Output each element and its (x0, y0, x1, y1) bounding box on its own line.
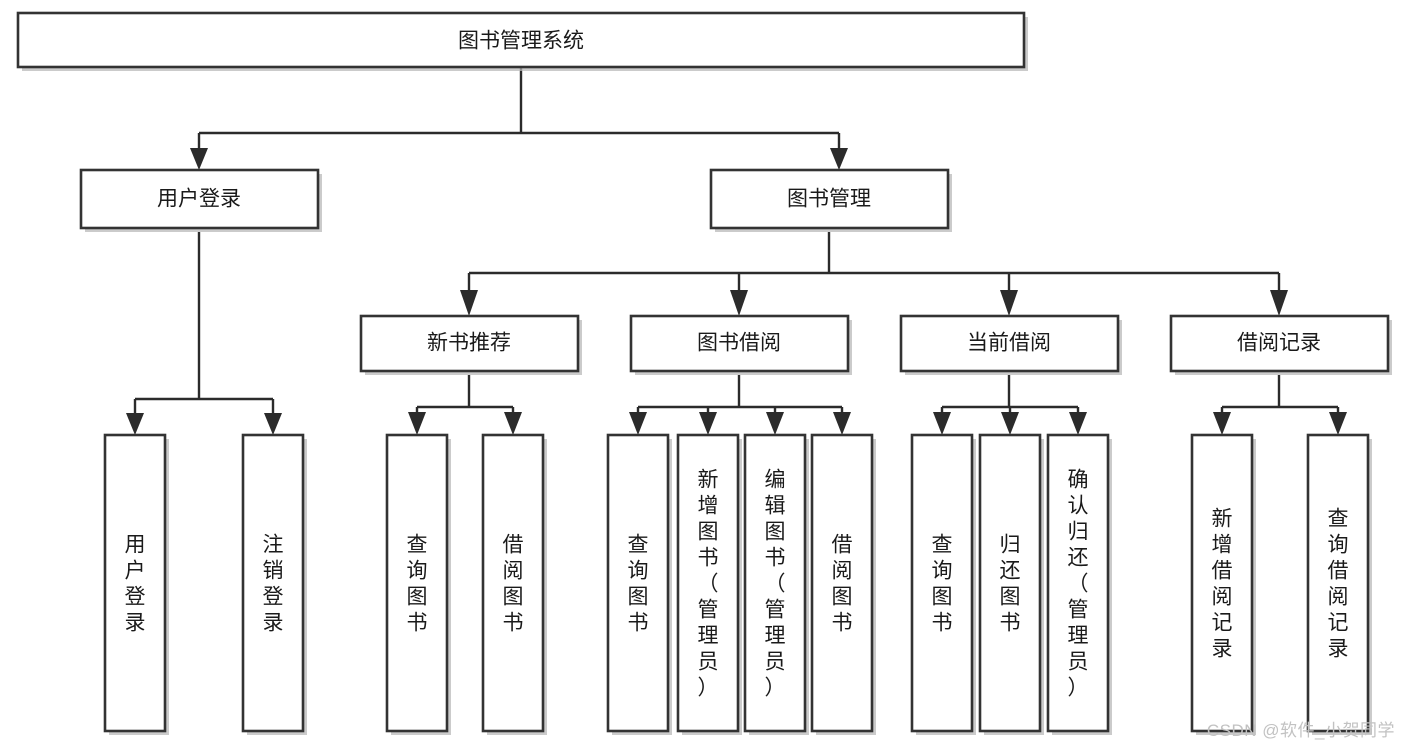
node-leaf-7-label: 编辑图书（管理员） (765, 468, 786, 699)
node-leaf-6[interactable]: 新增图书（管理员） (676, 433, 742, 735)
node-leaf-4-label: 借阅图书 (503, 533, 524, 634)
node-leaf-12-label: 新增借阅记录 (1212, 507, 1233, 660)
connector-group (126, 67, 1347, 435)
node-leaf-11-label: 确认归还（管理员） (1068, 468, 1089, 699)
node-leaf-13-label: 查询借阅记录 (1328, 507, 1349, 660)
node-leaf-6-label: 新增图书（管理员） (698, 468, 719, 699)
node-records-label: 借阅记录 (1237, 332, 1321, 355)
node-leaf-9-box[interactable] (910, 433, 974, 733)
node-leaf-6-box[interactable] (676, 433, 740, 733)
arrow-to-leaf-7 (766, 412, 784, 435)
node-leaf-4-box[interactable] (481, 433, 545, 733)
node-leaf-8-label: 借阅图书 (832, 533, 853, 634)
node-newbook-label: 新书推荐 (427, 332, 511, 355)
connector-bookmgmt-bus (467, 232, 1281, 291)
node-current[interactable]: 当前借阅 (899, 314, 1122, 375)
node-bookmgmt[interactable]: 图书管理 (709, 168, 952, 232)
arrow-to-borrow (730, 290, 748, 316)
node-login-box[interactable] (79, 168, 320, 230)
arrow-to-bookmgmt (830, 148, 848, 170)
node-leaf-12-box[interactable] (1190, 433, 1254, 733)
node-leaf-2-label: 注销登录 (263, 533, 284, 634)
node-bookmgmt-box[interactable] (709, 168, 950, 230)
node-leaf-1-box[interactable] (103, 433, 167, 733)
node-leaf-7-box[interactable] (743, 433, 807, 733)
node-leaf-1-label: 用户登录 (125, 533, 146, 634)
arrow-to-leaf-3 (408, 412, 426, 435)
node-leaf-4[interactable]: 借阅图书 (481, 433, 547, 735)
node-leaf-8-box[interactable] (810, 433, 874, 733)
node-leaf-10-label: 归还图书 (1000, 533, 1021, 634)
node-leaf-10-box[interactable] (978, 433, 1042, 733)
node-leaf-8[interactable]: 借阅图书 (810, 433, 876, 735)
node-leaf-11-box[interactable] (1046, 433, 1110, 733)
node-newbook-box[interactable] (359, 314, 580, 373)
node-root[interactable]: 图书管理系统 (16, 11, 1028, 71)
arrow-to-login (190, 148, 208, 170)
node-leaf-12[interactable]: 新增借阅记录 (1190, 433, 1256, 735)
node-leaf-5-box[interactable] (606, 433, 670, 733)
node-records-box[interactable] (1169, 314, 1390, 373)
arrow-to-leaf-12 (1213, 412, 1231, 435)
arrow-to-leaf-9 (933, 412, 951, 435)
arrow-to-leaf-11 (1069, 412, 1087, 435)
node-records[interactable]: 借阅记录 (1169, 314, 1392, 375)
node-leaf-1[interactable]: 用户登录 (103, 433, 169, 735)
connector-current-bus (940, 375, 1080, 417)
arrow-to-leaf-6 (699, 412, 717, 435)
node-current-box[interactable] (899, 314, 1120, 373)
node-leaf-7[interactable]: 编辑图书（管理员） (743, 433, 809, 735)
arrow-to-leaf-4 (504, 412, 522, 435)
node-leaf-2[interactable]: 注销登录 (241, 433, 307, 735)
node-borrow-box[interactable] (629, 314, 850, 373)
node-borrow[interactable]: 图书借阅 (629, 314, 852, 375)
arrow-to-leaf-5 (629, 412, 647, 435)
node-login[interactable]: 用户登录 (79, 168, 322, 232)
arrow-to-records (1270, 290, 1288, 316)
node-leaf-11[interactable]: 确认归还（管理员） (1046, 433, 1112, 735)
node-leaf-13[interactable]: 查询借阅记录 (1306, 433, 1372, 735)
arrow-to-newbook (460, 290, 478, 316)
node-leaf-5-label: 查询图书 (628, 533, 649, 634)
node-leaf-2-box[interactable] (241, 433, 305, 733)
node-leaf-10[interactable]: 归还图书 (978, 433, 1044, 735)
arrow-to-leaf-8 (833, 412, 851, 435)
connector-records-bus (1220, 375, 1340, 417)
node-login-label: 用户登录 (157, 188, 241, 211)
connector-borrow-bus (636, 375, 844, 417)
node-newbook[interactable]: 新书推荐 (359, 314, 582, 375)
arrow-to-leaf-13 (1329, 412, 1347, 435)
node-bookmgmt-label: 图书管理 (787, 188, 871, 211)
connector-newbook-bus (415, 375, 515, 417)
arrow-to-leaf-1 (126, 413, 144, 435)
node-leaf-3-box[interactable] (385, 433, 449, 733)
node-leaf-9[interactable]: 查询图书 (910, 433, 976, 735)
node-root-box[interactable] (16, 11, 1026, 69)
node-leaf-9-label: 查询图书 (932, 533, 953, 634)
node-leaf-3-label: 查询图书 (407, 533, 428, 634)
node-borrow-label: 图书借阅 (697, 332, 781, 355)
arrow-to-leaf-10 (1001, 412, 1019, 435)
arrow-to-current (1000, 290, 1018, 316)
node-current-label: 当前借阅 (967, 332, 1051, 355)
node-leaf-5[interactable]: 查询图书 (606, 433, 672, 735)
arrow-to-leaf-2 (264, 413, 282, 435)
node-root-label: 图书管理系统 (458, 30, 584, 53)
node-leaf-3[interactable]: 查询图书 (385, 433, 451, 735)
connector-root-bus (197, 67, 841, 151)
connector-login-bus (133, 232, 275, 417)
node-leaf-13-box[interactable] (1306, 433, 1370, 733)
